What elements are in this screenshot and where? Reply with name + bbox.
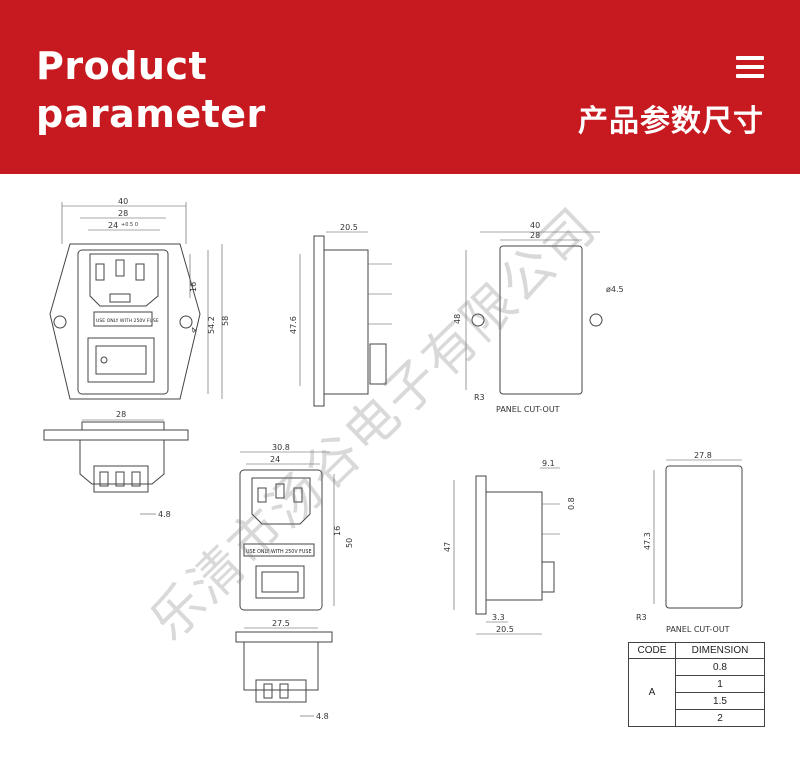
dim-4-8: 4.8 bbox=[158, 510, 171, 519]
table-cell-value: 1 bbox=[675, 675, 765, 693]
dim-58: 58 bbox=[221, 316, 230, 326]
dim-20-5: 20.5 bbox=[340, 223, 358, 232]
table-cell-code: A bbox=[628, 658, 676, 727]
table-cell-value: 2 bbox=[675, 709, 765, 727]
dim-0-8: 0.8 bbox=[567, 497, 576, 510]
dimension-table: CODE DIMENSION A 0.8 1 1.5 2 bbox=[628, 642, 765, 727]
side-view-top: 20.5 47.6 bbox=[289, 223, 392, 407]
cutout-top: 40 28 48 ø4.5 R3 PANEL CUT-OUT bbox=[453, 221, 624, 414]
dim-3-3: 3.3 bbox=[492, 613, 505, 622]
technical-drawing: 40 28 24 +0.5 0 USE ONLY WITH 250V FUSE … bbox=[43, 197, 743, 721]
dim-16: 16 bbox=[189, 282, 198, 292]
page-title-cn: 产品参数尺寸 bbox=[578, 104, 764, 139]
fuse-label-b: USE ONLY WITH 250V FUSE bbox=[246, 549, 312, 555]
title-line-1: Product bbox=[36, 44, 208, 88]
dim-48: 48 bbox=[453, 314, 462, 324]
cutout-caption-bottom: PANEL CUT-OUT bbox=[666, 625, 730, 634]
dim-20-5b: 20.5 bbox=[496, 625, 514, 634]
fuse-label: USE ONLY WITH 250V FUSE bbox=[96, 318, 159, 324]
tol-24: +0.5 0 bbox=[121, 222, 138, 228]
cutout-caption-top: PANEL CUT-OUT bbox=[496, 405, 560, 414]
dim-24b: 24 bbox=[270, 455, 280, 464]
dim-hole-4-5: ø4.5 bbox=[606, 285, 624, 294]
dim-40: 40 bbox=[118, 197, 128, 206]
table-cell-value: 0.8 bbox=[675, 658, 765, 676]
dim-54-2: 54.2 bbox=[207, 316, 216, 334]
dim-30-8: 30.8 bbox=[272, 443, 290, 452]
side-view-bottom: 9.1 0.8 47 3.3 20.5 bbox=[443, 459, 576, 635]
dim-40c: 40 bbox=[530, 221, 540, 230]
dim-28: 28 bbox=[118, 209, 128, 218]
table-cell-value: 1.5 bbox=[675, 692, 765, 710]
cutout-bottom: 27.8 47.3 R3 PANEL CUT-OUT bbox=[636, 451, 743, 634]
table-header-dimension: DIMENSION bbox=[675, 642, 765, 659]
dim-27-5: 27.5 bbox=[272, 619, 290, 628]
dim-28c: 28 bbox=[530, 231, 540, 240]
dim-47-3: 47.3 bbox=[643, 532, 652, 550]
dim-hole-4: 4 bbox=[189, 325, 199, 335]
dim-24: 24 bbox=[108, 221, 118, 230]
header-banner: Product parameter 产品参数尺寸 bbox=[0, 0, 800, 174]
front-view-bottom: 30.8 24 USE ONLY WITH 250V FUSE 16 50 bbox=[239, 443, 354, 611]
dim-27-8: 27.8 bbox=[694, 451, 712, 460]
dim-28b: 28 bbox=[116, 410, 126, 419]
hamburger-menu-icon[interactable] bbox=[736, 56, 764, 78]
dim-4-8b: 4.8 bbox=[316, 712, 329, 721]
dim-r3b: R3 bbox=[636, 613, 647, 622]
bottom-view-top: 28 4.8 bbox=[43, 410, 189, 519]
table-header-code: CODE bbox=[628, 642, 676, 659]
bottom-view-bottom: 27.5 4.8 bbox=[235, 619, 333, 721]
front-view-top: 40 28 24 +0.5 0 USE ONLY WITH 250V FUSE … bbox=[49, 197, 230, 400]
dim-16b: 16 bbox=[333, 526, 342, 536]
page-title-en: Product parameter bbox=[36, 42, 266, 138]
dim-r3: R3 bbox=[474, 393, 485, 402]
dim-47-6: 47.6 bbox=[289, 316, 298, 334]
title-line-2: parameter bbox=[36, 92, 266, 136]
dim-9-1: 9.1 bbox=[542, 459, 555, 468]
dim-50: 50 bbox=[345, 538, 354, 548]
dim-47: 47 bbox=[443, 542, 452, 552]
